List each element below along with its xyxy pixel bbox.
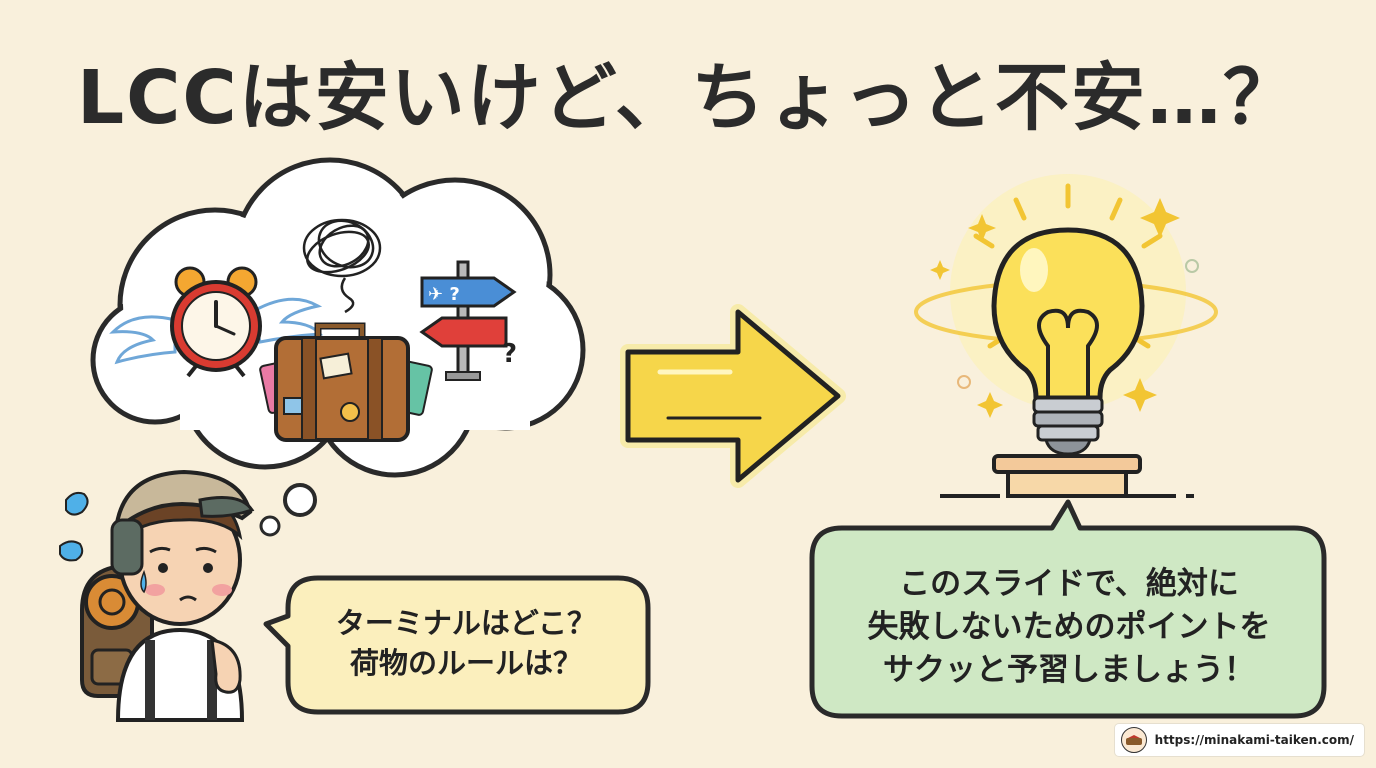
left-bubble-line-2: 荷物のルールは？ [349,646,582,681]
tangled-scribble-icon [302,218,382,314]
right-speech-bubble [809,499,1327,719]
right-bubble-text: このスライドで、絶対に 失敗しないためのポイントを サクッと予習しましょう！ [836,563,1302,691]
right-bubble-line-3: サクッと予習しましょう！ [883,651,1255,688]
suitcase-icon [259,322,433,442]
site-logo-icon [1120,727,1147,753]
footer-link[interactable]: https://minakami-taiken.com/ [1114,724,1364,756]
left-bubble-line-1: ターミナルはどこ？ [335,606,597,640]
right-bubble-line-2: 失敗しないためのポイントを [867,608,1271,645]
traveler-character [59,469,255,722]
svg-text:✈ ?: ✈ ? [428,284,460,305]
thought-dot-large [283,483,317,517]
flying-alarm-clock-icon [109,266,324,378]
footer-url[interactable]: https://minakami-taiken.com/ [1154,733,1354,747]
right-arrow-icon [620,304,846,488]
sweat-drop-icon [59,491,89,562]
right-bubble-line-1: このスライドで、絶対に [899,566,1239,602]
thought-dot-small [259,515,281,537]
left-speech-bubble [263,575,651,715]
direction-signpost-icon: ✈ ? [419,260,517,381]
light-bulb-icon [914,174,1218,498]
question-mark-icon: ? [502,339,517,369]
left-bubble-text: ターミナルはどこ？ 荷物のルールは？ [306,603,626,683]
page-title: LCCは安いけど、ちょっと不安…？ [76,55,1300,141]
